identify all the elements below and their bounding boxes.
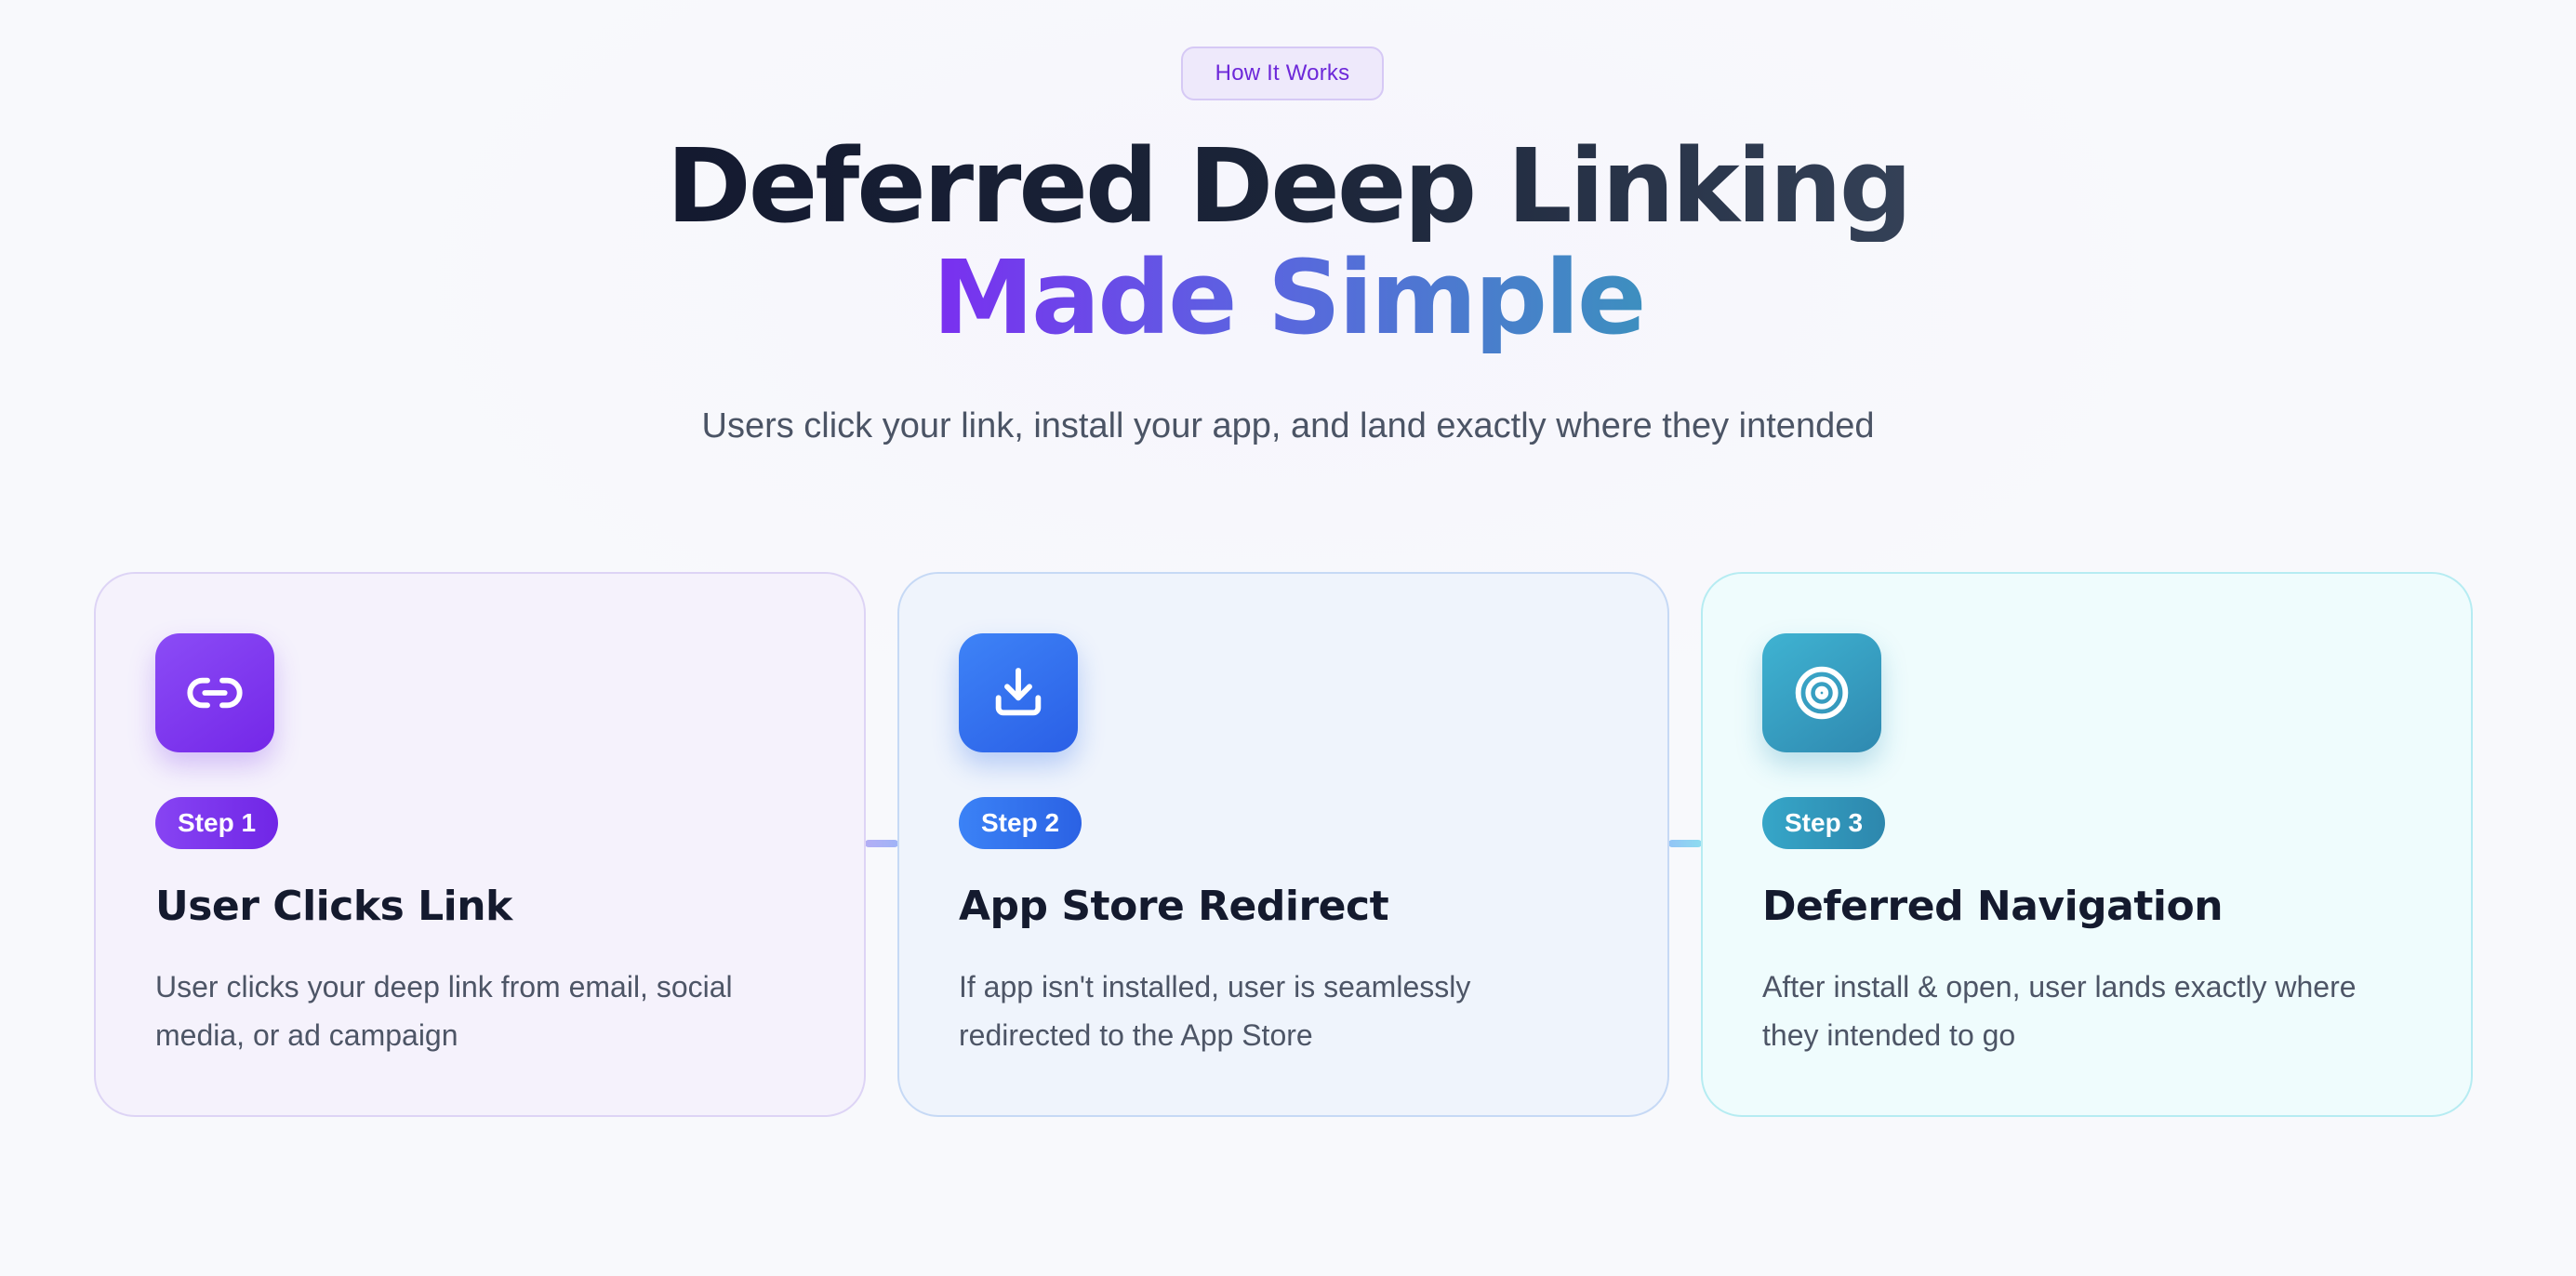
- step-1-icon-box: [155, 633, 274, 752]
- step-3-badge: Step 3: [1762, 797, 1886, 849]
- step-3-icon-box: [1762, 633, 1881, 752]
- step-connector-1-2: [865, 840, 898, 847]
- step-2-badge: Step 2: [959, 797, 1082, 849]
- step-1-badge: Step 1: [155, 797, 279, 849]
- step-1-description: User clicks your deep link from email, s…: [155, 970, 733, 1052]
- title-line-gradient: Made Simple: [932, 238, 1647, 357]
- step-2-icon-box: [959, 633, 1078, 752]
- title-line-primary: Deferred Deep Linking: [666, 126, 1912, 246]
- download-icon: [995, 668, 1042, 716]
- page-subtitle: Users click your link, install your app,…: [701, 406, 1875, 445]
- step-3-description: After install & open, user lands exactly…: [1762, 970, 2357, 1052]
- step-card-1: Step 1 User Clicks Link User clicks your…: [94, 572, 866, 1117]
- step-1-title: User Clicks Link: [155, 883, 512, 930]
- step-3-title: Deferred Navigation: [1762, 883, 2224, 930]
- target-icon: [1795, 666, 1849, 720]
- step-connector-2-3: [1668, 840, 1702, 847]
- link-icon: [187, 677, 243, 709]
- page-title: Deferred Deep Linking Made Simple: [0, 130, 2576, 353]
- step-card-2: Step 2 App Store Redirect If app isn't i…: [897, 572, 1669, 1117]
- how-it-works-badge: How It Works: [1181, 47, 1384, 100]
- step-card-3: Step 3 Deferred Navigation After install…: [1701, 572, 2473, 1117]
- step-2-title: App Store Redirect: [959, 883, 1389, 930]
- step-2-description: If app isn't installed, user is seamless…: [959, 970, 1471, 1052]
